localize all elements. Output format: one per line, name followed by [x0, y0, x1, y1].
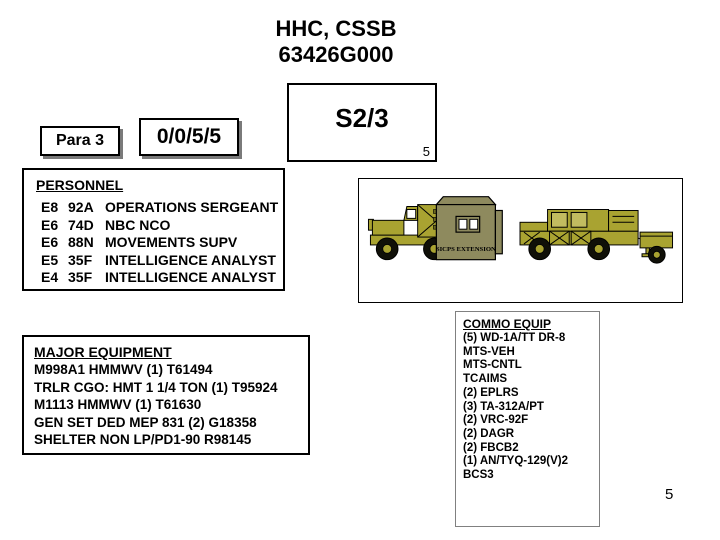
slide-title: HHC, CSSB 63426G000 — [275, 16, 396, 68]
title-line2: 63426G000 — [278, 42, 394, 67]
personnel-role: MOVEMENTS SUPV — [105, 234, 238, 250]
commo-equipment-item: TCAIMS — [463, 373, 508, 386]
personnel-mos: 74D — [68, 216, 94, 233]
strength-callout-box: 0/0/5/5 — [139, 118, 239, 156]
major-equipment-item: M1113 HMMWV (1) T61630 — [34, 397, 202, 412]
major-equipment-item: SHELTER NON LP/PD1-90 R98145 — [34, 432, 252, 447]
personnel-row: E8 92A OPERATIONS SERGEANT — [24, 199, 283, 217]
commo-equipment-item: (3) TA-312A/PT — [463, 400, 544, 413]
personnel-grade: E5 — [41, 251, 59, 268]
major-equipment-item: TRLR CGO: HMT 1 1/4 TON (1) T95924 — [34, 379, 278, 395]
commo-equipment-item: BCS3 — [463, 469, 494, 482]
commo-equipment-item: (2) VRC-92F — [463, 414, 529, 427]
shelter-label: SICPS EXTENSION — [436, 246, 496, 253]
sicps-extension-shelter: SICPS EXTENSION — [435, 196, 503, 261]
personnel-box: PERSONNEL E8 92A OPERATIONS SERGEANT E6 74D… — [22, 168, 285, 291]
para-callout-label: Para 3 — [55, 132, 105, 149]
personnel-mos: 35F — [68, 269, 93, 285]
hmmwv-with-trailer — [519, 209, 639, 261]
personnel-role: NBC NCO — [105, 216, 171, 233]
commo-equipment-item: (2) EPLRS — [463, 386, 519, 399]
commo-equipment-item: (2) DAGR — [463, 427, 515, 440]
unit-label: S2/3 — [335, 103, 389, 133]
vehicle-illustration: SICPS EXTENSION — [367, 196, 674, 264]
major-equipment-box: MAJOR EQUIPMENT M998A1 HMMWV (1) T61494 … — [22, 335, 310, 455]
unit-corner-number: 5 — [422, 144, 430, 159]
unit-box-s23: S2/3 5 — [287, 83, 437, 162]
slide-page-number: 5 — [665, 486, 674, 503]
personnel-role: OPERATIONS SERGEANT — [105, 199, 279, 215]
personnel-grade: E6 — [41, 216, 59, 233]
personnel-role: INTELLIGENCE ANALYST — [105, 251, 276, 268]
commo-equipment-item: (5) WD-1A/TT DR-8 — [463, 332, 566, 344]
personnel-grade: E6 — [41, 234, 59, 250]
commo-equipment-item: MTS-VEH — [463, 345, 515, 358]
para-callout-box: Para 3 — [40, 126, 120, 156]
major-equipment-item: M998A1 HMMWV (1) T61494 — [34, 362, 213, 377]
title-line1: HHC, CSSB — [275, 16, 397, 41]
personnel-grade: E8 — [41, 199, 59, 215]
vehicle-figure: SICPS EXTENSION — [358, 178, 683, 303]
personnel-row: E6 88N MOVEMENTS SUPV — [24, 234, 283, 252]
personnel-mos: 35F — [68, 251, 93, 268]
commo-equipment-box: COMMO EQUIP (5) WD-1A/TT DR-8 MTS-VEH MT… — [455, 311, 600, 527]
personnel-mos: 88N — [68, 234, 94, 250]
commo-equipment-title: COMMO EQUIP — [463, 317, 552, 331]
personnel-row: E6 74D NBC NCO — [24, 217, 283, 235]
commo-equipment-item: (1) AN/TYQ-129(V)2 — [463, 455, 569, 468]
personnel-row: E4 35F INTELLIGENCE ANALYST — [24, 269, 283, 287]
cargo-trailer — [637, 231, 674, 264]
strength-callout-label: 0/0/5/5 — [156, 125, 222, 148]
commo-equipment-item: MTS-CNTL — [463, 359, 522, 372]
major-equipment-title: MAJOR EQUIPMENT — [34, 344, 172, 360]
major-equipment-item: GEN SET DED MEP 831 (2) G18358 — [34, 414, 257, 430]
personnel-grade: E4 — [41, 269, 59, 285]
commo-equipment-item: (2) FBCB2 — [463, 441, 519, 454]
personnel-role: INTELLIGENCE ANALYST — [105, 269, 276, 285]
personnel-mos: 92A — [68, 199, 94, 215]
personnel-row: E5 35F INTELLIGENCE ANALYST — [24, 252, 283, 270]
personnel-title: PERSONNEL — [36, 177, 124, 193]
